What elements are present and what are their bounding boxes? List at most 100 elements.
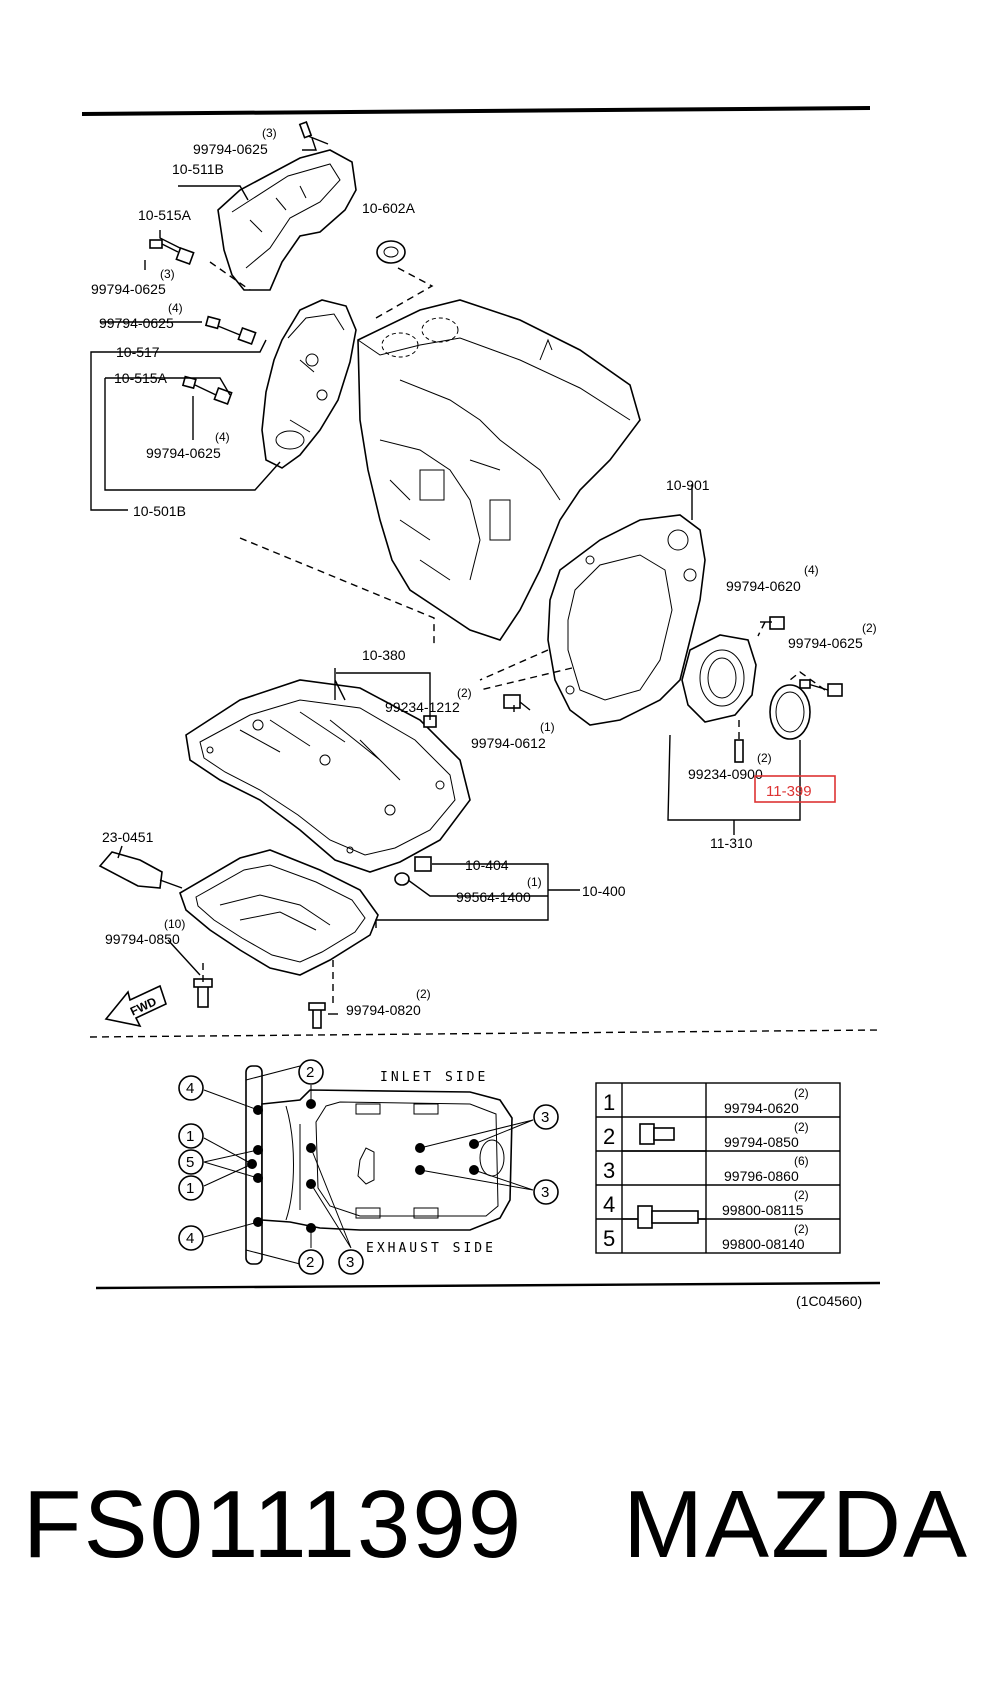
table-row: 2 (2) 99794-0850 — [603, 1120, 809, 1150]
table-row: 3 (6) 99796-0860 — [603, 1154, 809, 1184]
highlight-box — [754, 775, 836, 803]
qty-label: (2) — [416, 987, 431, 1001]
part-number: FS0111399 — [22, 1471, 524, 1578]
leader-lines — [90, 137, 801, 1015]
svg-text:(2): (2) — [794, 1188, 809, 1202]
fwd-arrow-icon: FWD — [104, 984, 167, 1028]
svg-text:99794-0850: 99794-0850 — [724, 1134, 799, 1150]
callout-labels: (3) 99794-0625 10-511B 10-515A 10-602A (… — [91, 126, 877, 1018]
qty-label: (4) — [215, 430, 230, 444]
part-label: 99794-0625 — [788, 635, 863, 651]
highlighted-part-label: 11-399 — [766, 783, 812, 800]
lower-oil-pan — [179, 849, 379, 976]
upper-oil-pan — [185, 679, 471, 873]
table-row: 4 (2) 99800-08115 — [603, 1188, 809, 1218]
svg-text:99796-0860: 99796-0860 — [724, 1168, 799, 1184]
dashed-connectors — [202, 261, 826, 1003]
part-label: 99794-0625 — [91, 281, 166, 297]
bolt-icon — [799, 679, 843, 697]
svg-text:99794-0620: 99794-0620 — [724, 1100, 799, 1116]
qty-label: (3) — [262, 126, 277, 140]
callout-3: 3 — [533, 1104, 559, 1130]
bolt-icon — [760, 616, 785, 630]
svg-text:4: 4 — [186, 1230, 194, 1247]
callout-4: 4 — [178, 1225, 204, 1251]
part-label: 99794-0625 — [146, 445, 221, 461]
svg-text:3: 3 — [541, 1184, 549, 1201]
end-plate — [547, 514, 706, 726]
exhaust-side-label: EXHAUST SIDE — [366, 1241, 496, 1256]
sealant-tube-icon — [98, 851, 183, 889]
part-label: 10-602A — [362, 200, 416, 216]
svg-text:2: 2 — [603, 1124, 615, 1149]
inlet-side-label: INLET SIDE — [380, 1070, 488, 1085]
section-divider — [89, 1029, 881, 1038]
bolt-layout-diagram: 4 1 5 1 4 2 2 3 3 3 INLET SIDE EXHAUST S… — [178, 1059, 559, 1275]
callout-2: 2 — [298, 1249, 324, 1275]
bolt-long-icon — [637, 1205, 699, 1229]
upper-timing-cover — [217, 149, 357, 291]
svg-text:2: 2 — [306, 1254, 314, 1271]
engine-parts-diagram: FWD — [81, 106, 881, 1309]
part-label: 10-511B — [172, 161, 224, 177]
svg-text:3: 3 — [346, 1254, 354, 1271]
top-rule — [81, 106, 871, 116]
bolt-icon — [503, 694, 531, 711]
svg-text:(6): (6) — [794, 1154, 809, 1168]
part-label: 99564-1400 — [456, 889, 531, 905]
callout-1: 1 — [178, 1175, 204, 1201]
part-label: 99234-0900 — [688, 766, 763, 782]
svg-text:(2): (2) — [794, 1222, 809, 1236]
svg-text:2: 2 — [306, 1064, 314, 1081]
bolt-icon — [181, 375, 233, 406]
washer-icon — [394, 872, 410, 886]
qty-label: (4) — [804, 563, 819, 577]
svg-text:1: 1 — [186, 1128, 194, 1145]
part-label: 10-901 — [666, 477, 710, 493]
oil-seal-icon — [376, 240, 406, 264]
svg-text:5: 5 — [186, 1154, 194, 1171]
callout-4: 4 — [178, 1075, 204, 1101]
drain-plug-icon — [414, 856, 432, 872]
bolt-icon — [204, 315, 257, 346]
engine-block — [357, 299, 641, 641]
svg-text:(2): (2) — [794, 1086, 809, 1100]
svg-text:99800-08115: 99800-08115 — [722, 1202, 804, 1218]
callout-5: 5 — [178, 1149, 204, 1175]
dowel-icon — [734, 739, 744, 763]
table-row: 5 (2) 99800-08140 — [603, 1222, 809, 1252]
callout-3: 3 — [533, 1179, 559, 1205]
qty-label: (2) — [757, 751, 772, 765]
part-label: 11-310 — [710, 835, 753, 851]
part-label: 99794-0625 — [99, 315, 174, 331]
qty-label: (2) — [457, 686, 472, 700]
bolt-table: 1 (2) 99794-0620 2 (2) 99794-0850 3 (6) … — [595, 1082, 841, 1254]
part-label: 99794-0850 — [105, 931, 180, 947]
qty-label: (3) — [160, 267, 175, 281]
svg-text:5: 5 — [603, 1226, 615, 1251]
qty-label: (10) — [164, 917, 185, 931]
qty-label: (4) — [168, 301, 183, 315]
rear-oil-seal — [769, 684, 811, 740]
svg-text:3: 3 — [541, 1109, 549, 1126]
part-label: 99794-0612 — [471, 735, 546, 751]
callout-3: 3 — [338, 1249, 364, 1275]
svg-text:(2): (2) — [794, 1120, 809, 1134]
part-label: 99794-0820 — [346, 1002, 421, 1018]
bolt-short-icon — [639, 1123, 675, 1145]
part-label: 10-400 — [582, 883, 626, 899]
svg-text:4: 4 — [603, 1192, 615, 1217]
part-label: 10-501B — [133, 503, 186, 519]
bolt-icon — [298, 121, 329, 145]
bottom-rule — [95, 1281, 881, 1290]
qty-label: (2) — [862, 621, 877, 635]
part-label: 99794-0625 — [193, 141, 268, 157]
rear-seal-housing — [681, 634, 757, 723]
bolt-icon — [149, 239, 195, 266]
product-caption: FS0111399 MAZDA — [0, 1450, 992, 1600]
part-label: 10-380 — [362, 647, 406, 663]
svg-text:99800-08140: 99800-08140 — [722, 1236, 805, 1252]
callout-1: 1 — [178, 1123, 204, 1149]
part-label: 10-517 — [116, 344, 160, 360]
svg-text:1: 1 — [603, 1090, 615, 1115]
